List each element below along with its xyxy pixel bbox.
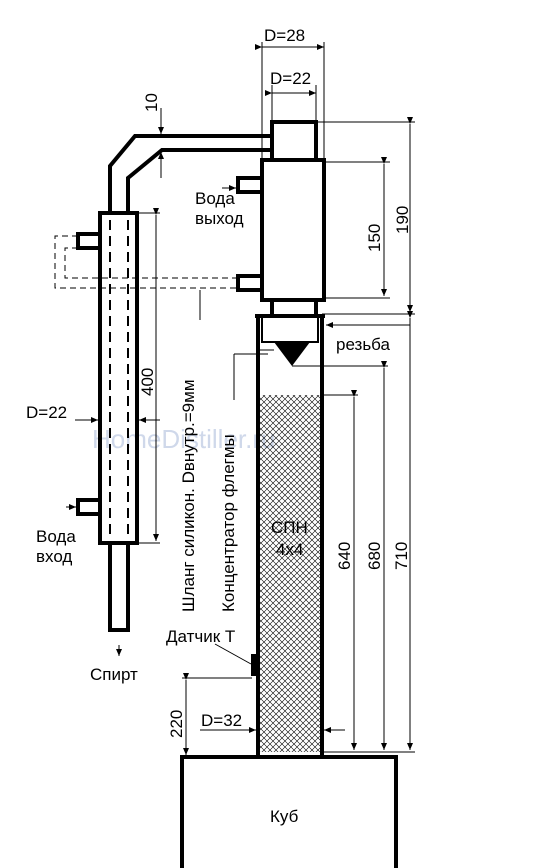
temp-sensor: [251, 654, 258, 676]
dim-680: 680: [365, 542, 384, 570]
dim-400: 400: [138, 368, 157, 396]
alcohol-label: Спирт: [90, 665, 138, 684]
water-in-label-1: Вода: [36, 527, 76, 546]
dimension-lines: [75, 42, 415, 755]
temp-sensor-label: Датчик Т: [166, 627, 235, 646]
vapor-pipe: [108, 134, 272, 213]
dim-d28: D=28: [264, 26, 305, 45]
dim-10: 10: [142, 93, 161, 112]
kube-vessel: [180, 755, 398, 868]
reflux-concentrator-label: Концентратор флегмы: [219, 434, 238, 612]
watermark-text: HomeDistiller.ru: [92, 424, 276, 454]
cooler: [76, 211, 139, 632]
thread-label: резьба: [336, 335, 391, 354]
water-out-label-1: Вода: [195, 189, 235, 208]
dim-d22-left: D=22: [26, 403, 67, 422]
packing-label-1: СПН: [271, 518, 308, 537]
hose-label: Шланг силикон. Dвнутр.=9мм: [179, 379, 198, 612]
dim-220: 220: [167, 710, 186, 738]
dim-640: 640: [335, 542, 354, 570]
dim-710: 710: [392, 542, 411, 570]
dim-150: 150: [365, 224, 384, 252]
dephlegmator: [236, 120, 326, 316]
reflux-cone: [274, 342, 310, 366]
silicone-hose: [54, 235, 238, 289]
water-in-label-2: вход: [36, 547, 72, 566]
dim-d32: D=32: [201, 711, 242, 730]
kube-label: Куб: [270, 807, 299, 826]
dim-190: 190: [393, 206, 412, 234]
dim-d22-top: D=22: [270, 69, 311, 88]
packing-label-2: 4х4: [276, 540, 303, 559]
packed-column: [255, 314, 325, 757]
water-out-label-2: выход: [195, 209, 244, 228]
